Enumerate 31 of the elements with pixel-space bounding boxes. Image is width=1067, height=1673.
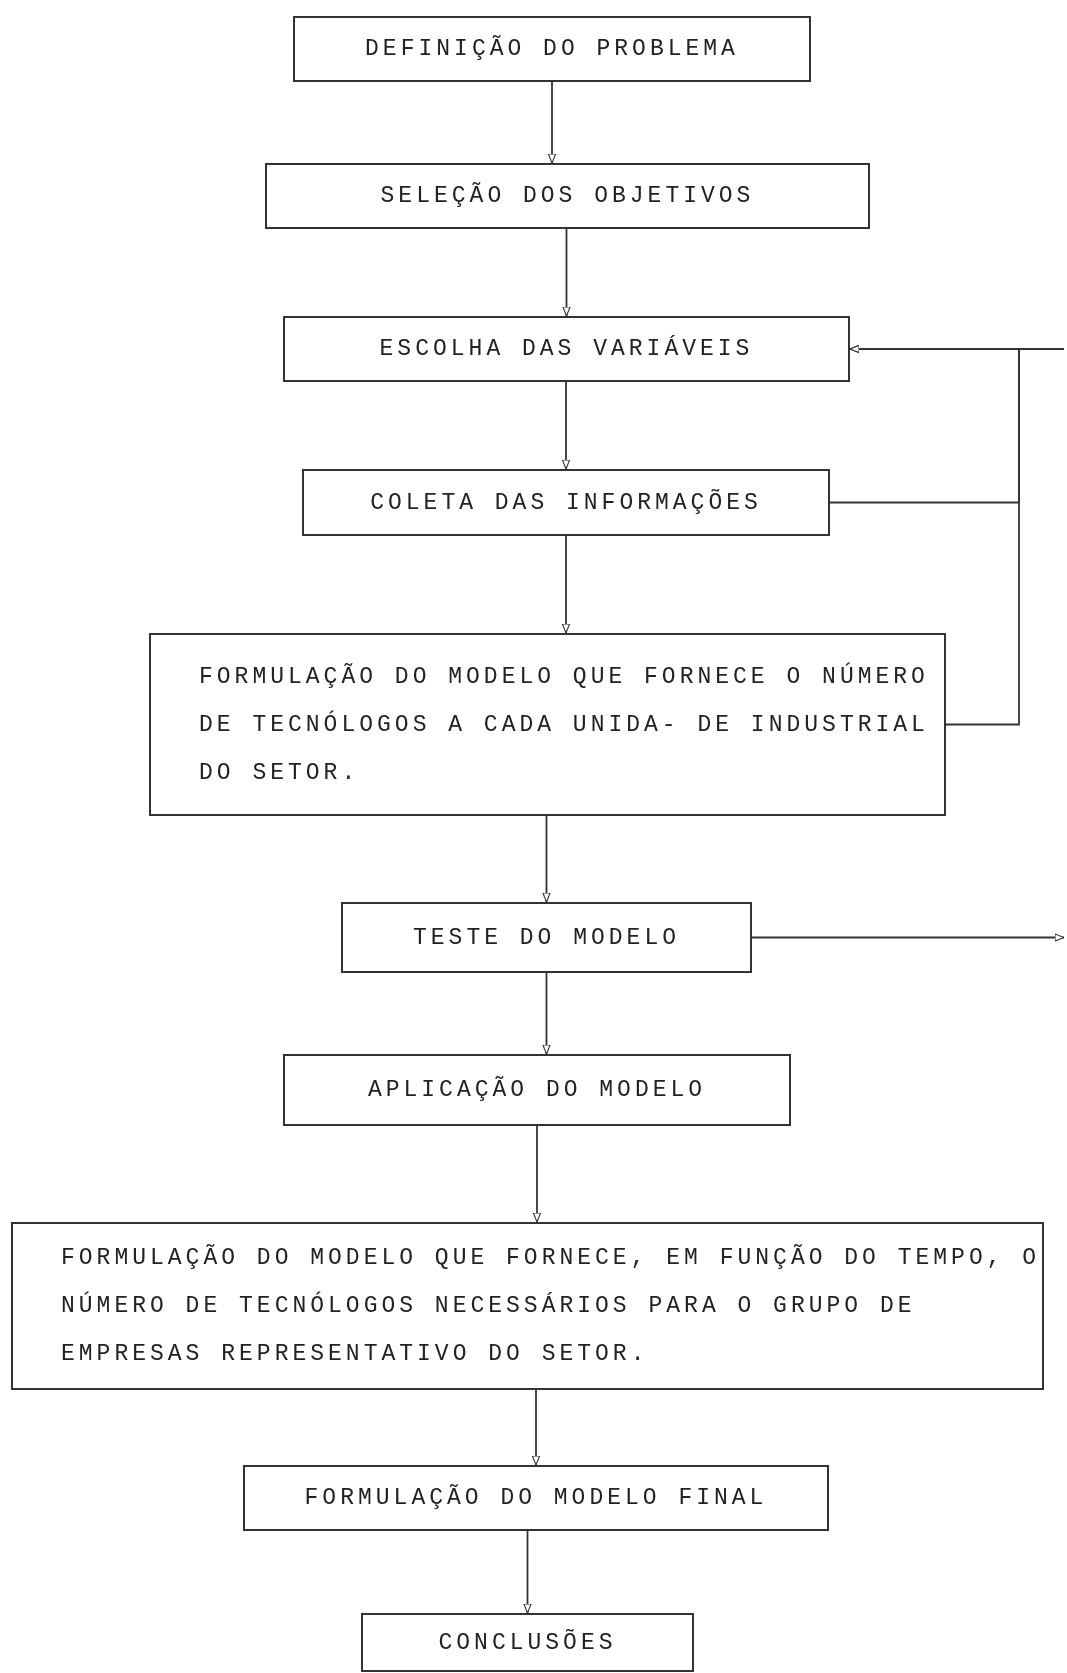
box-text: ESCOLHA DAS VARIÁVEIS (379, 334, 754, 364)
box-text: SELEÇÃO DOS OBJETIVOS (380, 181, 755, 211)
process-box (283, 1054, 791, 1126)
process-box (361, 1613, 694, 1672)
process-box (11, 1222, 1044, 1390)
box-text: CONCLUSÕES (438, 1628, 617, 1658)
box-text: FORMULAÇÃO DO MODELO QUE FORNECE, EM FUNÇÃO DO TEMPO, O NÚMERO DE TECNÓLOGOS NECESSÁRIOS PARA O GRUPO DE EMPRESAS REPRESENTATIVO DO SETOR. (61, 1243, 1042, 1369)
arrow (531, 1389, 541, 1466)
arrow (562, 228, 571, 317)
process-box (293, 16, 811, 82)
process-box (283, 316, 850, 382)
arrow (561, 381, 571, 470)
process-box (302, 469, 830, 536)
process-box (243, 1465, 829, 1531)
arrow (849, 344, 1065, 354)
arrow (532, 1125, 542, 1223)
box-text: APLICAÇÃO DO MODELO (367, 1075, 707, 1105)
box-text: DEFINIÇÃO DO PROBLEMA (365, 34, 739, 64)
arrow (561, 535, 571, 634)
process-box (341, 902, 752, 973)
process-box (149, 633, 946, 816)
box-text: COLETA DAS INFORMAÇÕES (370, 488, 762, 518)
arrow (523, 1530, 532, 1614)
process-box (265, 163, 870, 229)
box-text: TESTE DO MODELO (412, 923, 680, 953)
box-text: FORMULAÇÃO DO MODELO QUE FORNECE O NÚMERO DE TECNÓLOGOS A CADA UNIDA- DE INDUSTRIAL DO SETOR. (199, 661, 930, 788)
arrow (542, 815, 551, 903)
arrow (542, 972, 551, 1055)
arrow (751, 933, 1065, 942)
arrow (547, 81, 557, 164)
box-text: FORMULAÇÃO DO MODELO FINAL (304, 1483, 768, 1513)
